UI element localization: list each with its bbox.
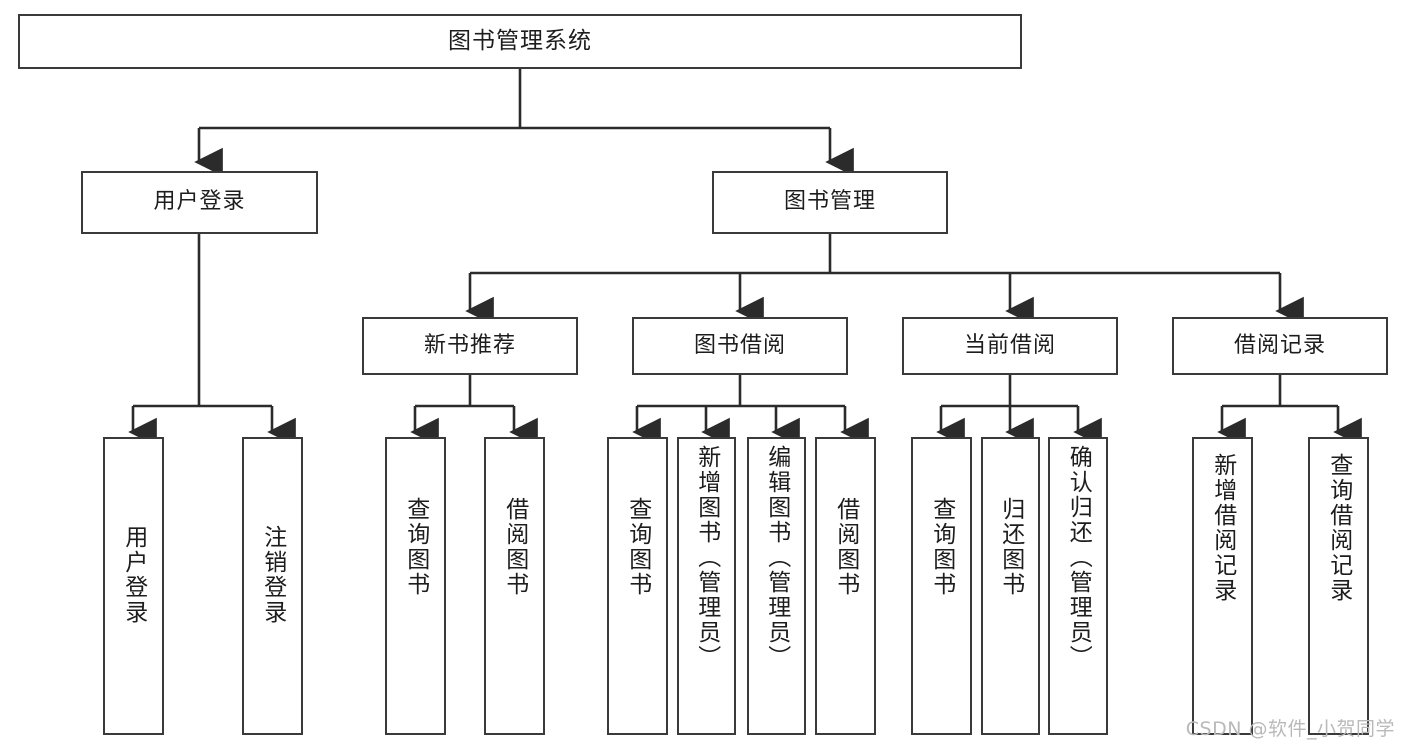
leaf-user-login-logout[interactable]: 注销登录 — [242, 437, 303, 735]
node-label: 图书管理 — [783, 189, 876, 215]
node-label: 用户登录 — [153, 189, 246, 215]
leaf-current-borrow-confirm-return[interactable]: 确认归还（管理员） — [1048, 437, 1108, 735]
leaf-current-borrow-query-book[interactable]: 查询图书 — [911, 437, 972, 735]
node-label: 图书借阅 — [693, 332, 786, 358]
watermark-text: CSDN @软件_小贺同学 — [1185, 718, 1395, 740]
leaf-label: 查询图书 — [402, 497, 429, 597]
node-user-login[interactable]: 用户登录 — [81, 171, 318, 234]
leaf-book-borrow-query-book[interactable]: 查询图书 — [607, 437, 668, 735]
leaf-borrow-record-add-record[interactable]: 新增借阅记录 — [1192, 437, 1253, 735]
leaf-label: 新增借阅记录 — [1209, 453, 1236, 603]
leaf-label: 查询图书 — [624, 497, 651, 597]
leaf-label: 用户登录 — [120, 525, 147, 625]
leaf-current-borrow-return-book[interactable]: 归还图书 — [981, 437, 1040, 735]
leaf-label: 查询图书 — [928, 497, 955, 597]
node-new-book-recommend[interactable]: 新书推荐 — [362, 317, 578, 375]
leaf-user-login-login[interactable]: 用户登录 — [103, 437, 164, 735]
node-label: 借阅记录 — [1233, 332, 1326, 358]
node-borrow-record[interactable]: 借阅记录 — [1172, 317, 1388, 375]
leaf-label: 借阅图书 — [832, 497, 859, 597]
node-label: 图书管理系统 — [448, 27, 592, 54]
node-label: 当前借阅 — [963, 332, 1056, 358]
leaf-book-borrow-edit-book[interactable]: 编辑图书（管理员） — [747, 437, 806, 735]
node-current-borrow[interactable]: 当前借阅 — [902, 317, 1118, 375]
leaf-label: 新增图书（管理员） — [693, 445, 720, 670]
leaf-borrow-record-query-record[interactable]: 查询借阅记录 — [1308, 437, 1369, 735]
leaf-new-book-query-book[interactable]: 查询图书 — [385, 437, 446, 735]
leaf-label: 归还图书 — [997, 497, 1024, 597]
node-book-management[interactable]: 图书管理 — [712, 171, 948, 234]
node-book-borrow[interactable]: 图书借阅 — [632, 317, 848, 375]
leaf-new-book-borrow-book[interactable]: 借阅图书 — [484, 437, 545, 735]
leaf-book-borrow-add-book[interactable]: 新增图书（管理员） — [677, 437, 736, 735]
node-root-system[interactable]: 图书管理系统 — [18, 14, 1022, 69]
leaf-book-borrow-borrow-book[interactable]: 借阅图书 — [815, 437, 876, 735]
leaf-label: 查询借阅记录 — [1325, 453, 1352, 603]
leaf-label: 编辑图书（管理员） — [763, 445, 790, 670]
leaf-label: 注销登录 — [259, 525, 286, 625]
node-label: 新书推荐 — [423, 332, 516, 358]
leaf-label: 确认归还（管理员） — [1065, 445, 1092, 670]
leaf-label: 借阅图书 — [501, 497, 528, 597]
